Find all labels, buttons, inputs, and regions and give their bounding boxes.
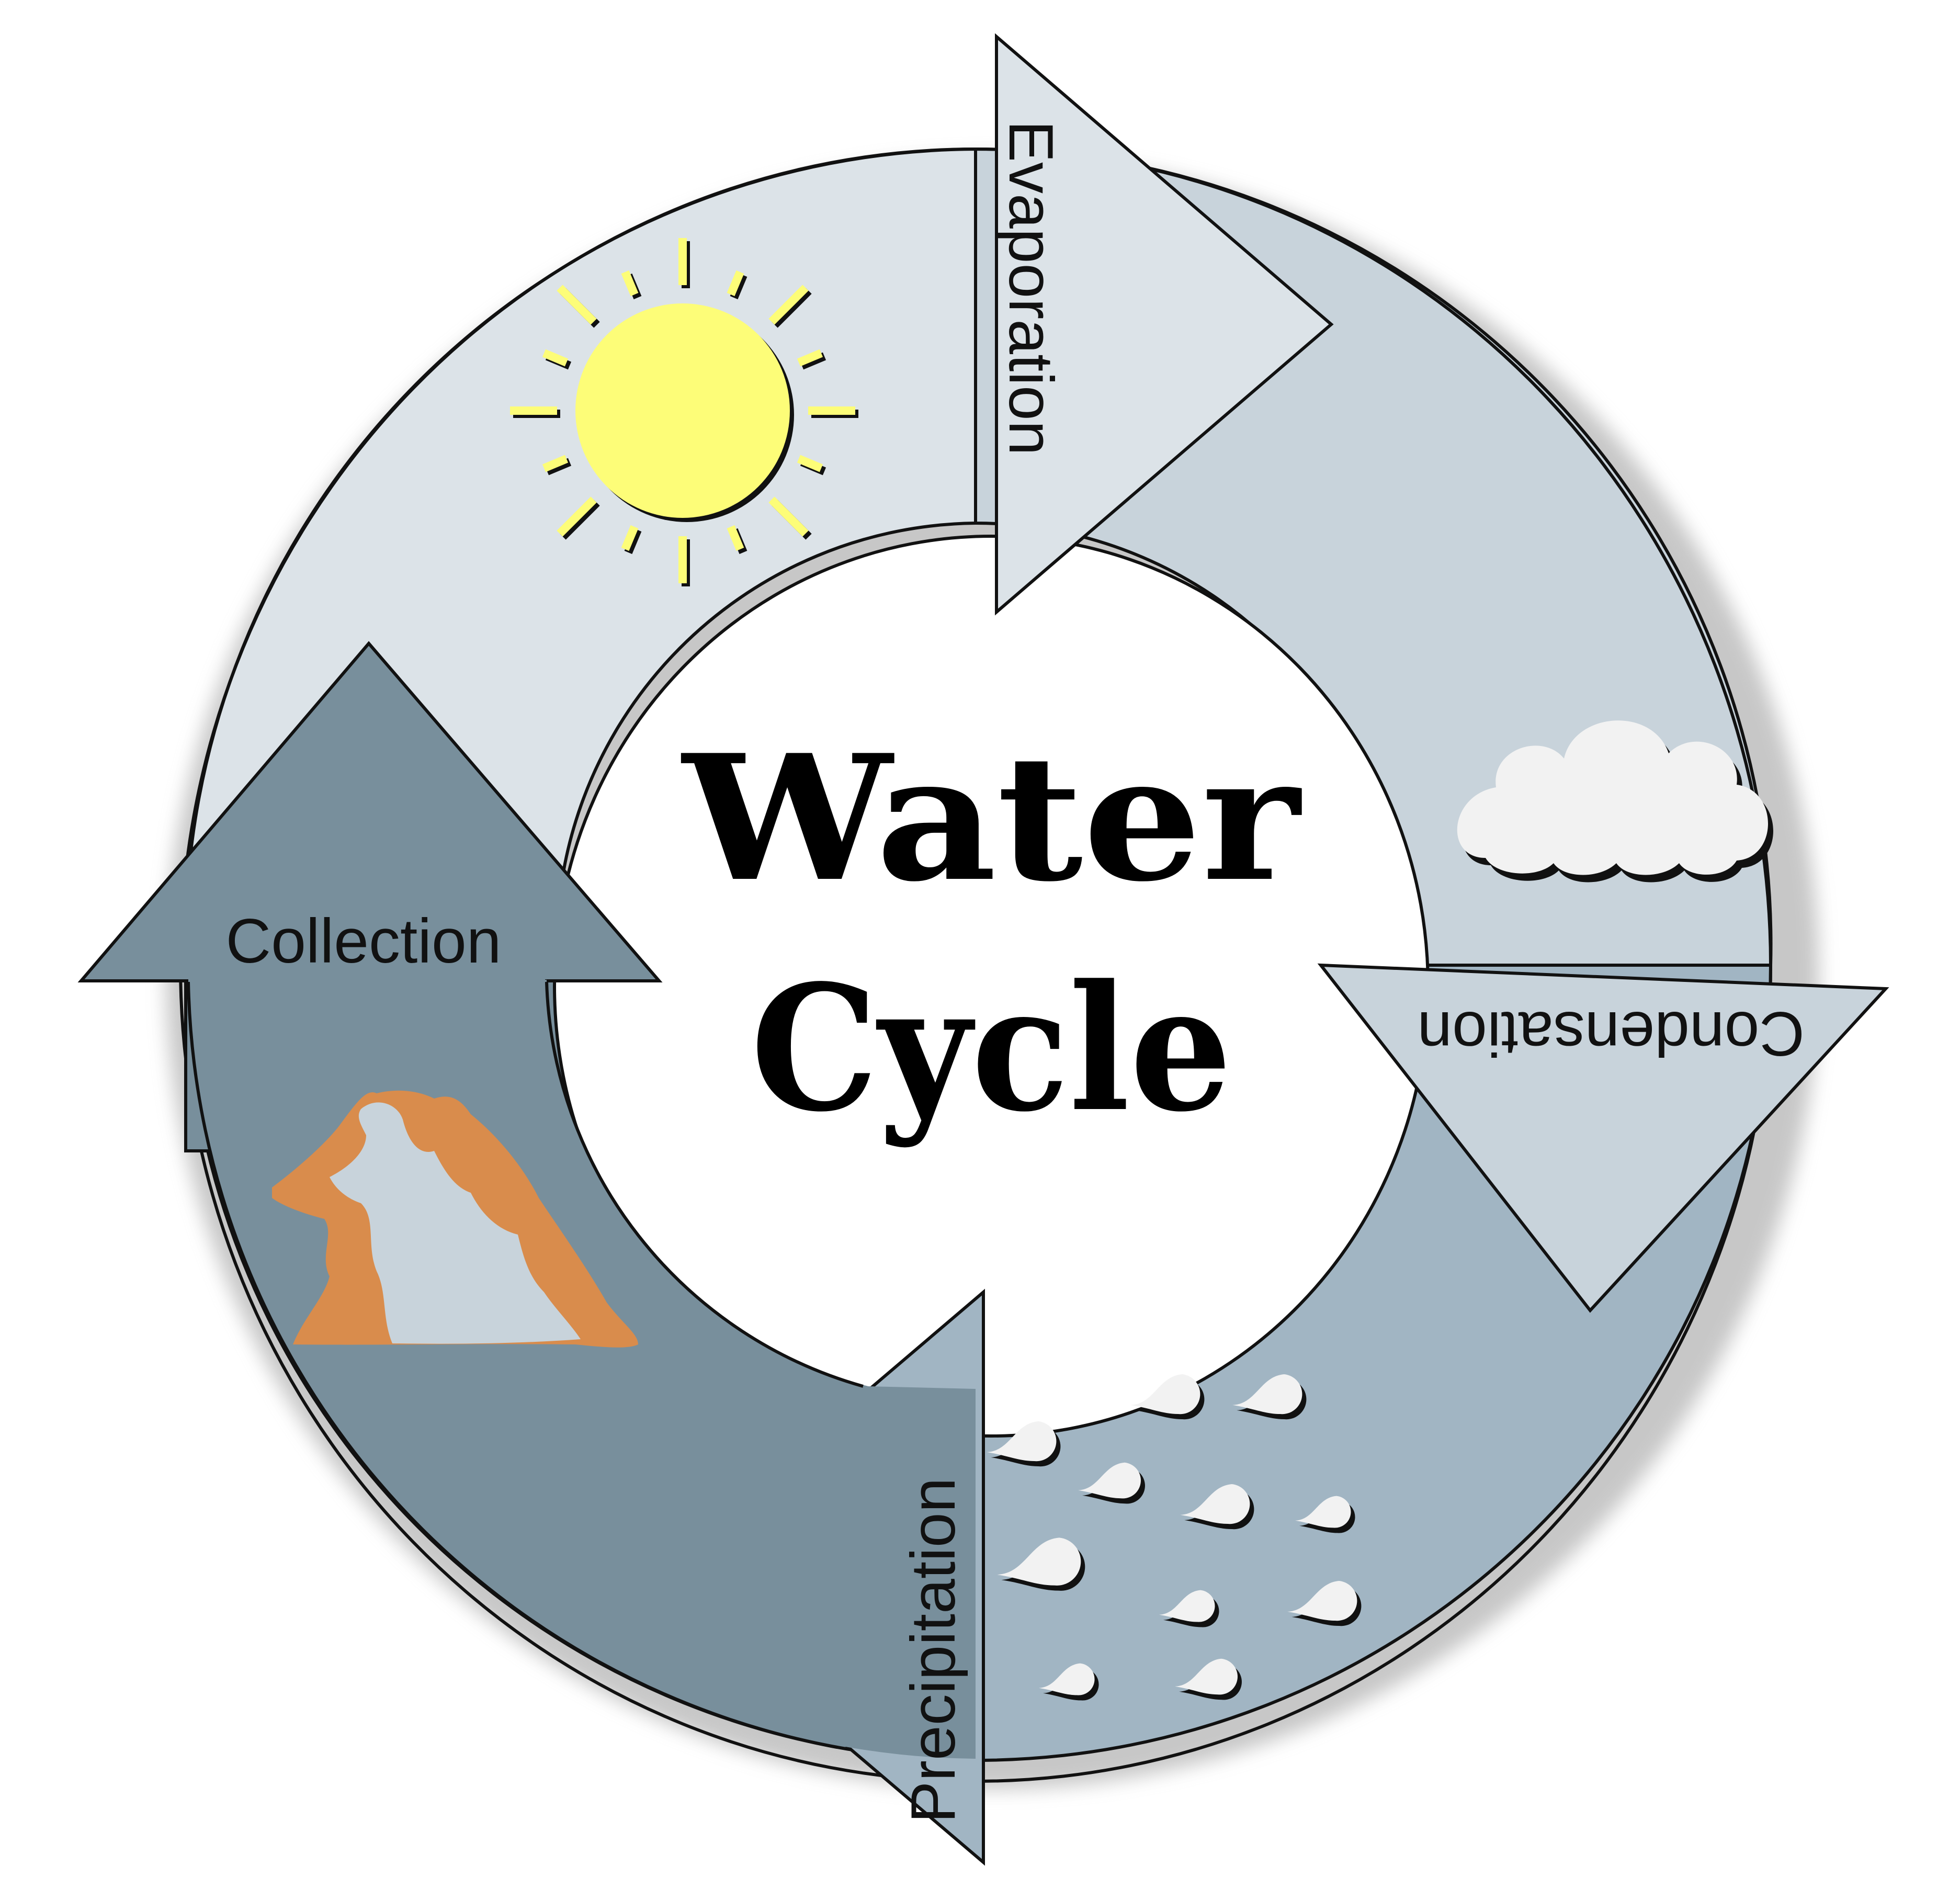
mountain-lake-icon: [272, 1090, 638, 1348]
raindrop: [1295, 1496, 1351, 1528]
title-line-1: Water: [679, 717, 1304, 920]
raindrops-icon: [987, 1374, 1362, 1701]
raindrop: [1287, 1581, 1357, 1621]
stage-label-condensation: Condensation: [1417, 999, 1805, 1069]
arrow-condensation: [1317, 963, 1889, 1313]
raindrop: [1180, 1484, 1250, 1524]
stage-label-evaporation: Evaporation: [996, 120, 1066, 455]
raindrop: [987, 1421, 1057, 1462]
stage-label-collection: Collection: [226, 906, 502, 976]
raindrop: [1175, 1658, 1238, 1695]
raindrop: [1159, 1590, 1215, 1622]
collection-inner-edge: [545, 981, 864, 1388]
collection-ring-edge: [187, 981, 837, 1749]
raindrop: [1038, 1663, 1095, 1695]
raindrop: [1130, 1374, 1200, 1415]
cloud-icon: [1457, 720, 1773, 883]
raindrop: [997, 1537, 1081, 1586]
title-line-2: Cycle: [751, 947, 1232, 1150]
arrow-evaporation: [995, 33, 1334, 616]
raindrop: [1232, 1374, 1302, 1415]
sun-icon: [510, 238, 858, 586]
stage-label-precipitation: Precipitation: [898, 1478, 968, 1823]
raindrop: [1078, 1462, 1141, 1499]
